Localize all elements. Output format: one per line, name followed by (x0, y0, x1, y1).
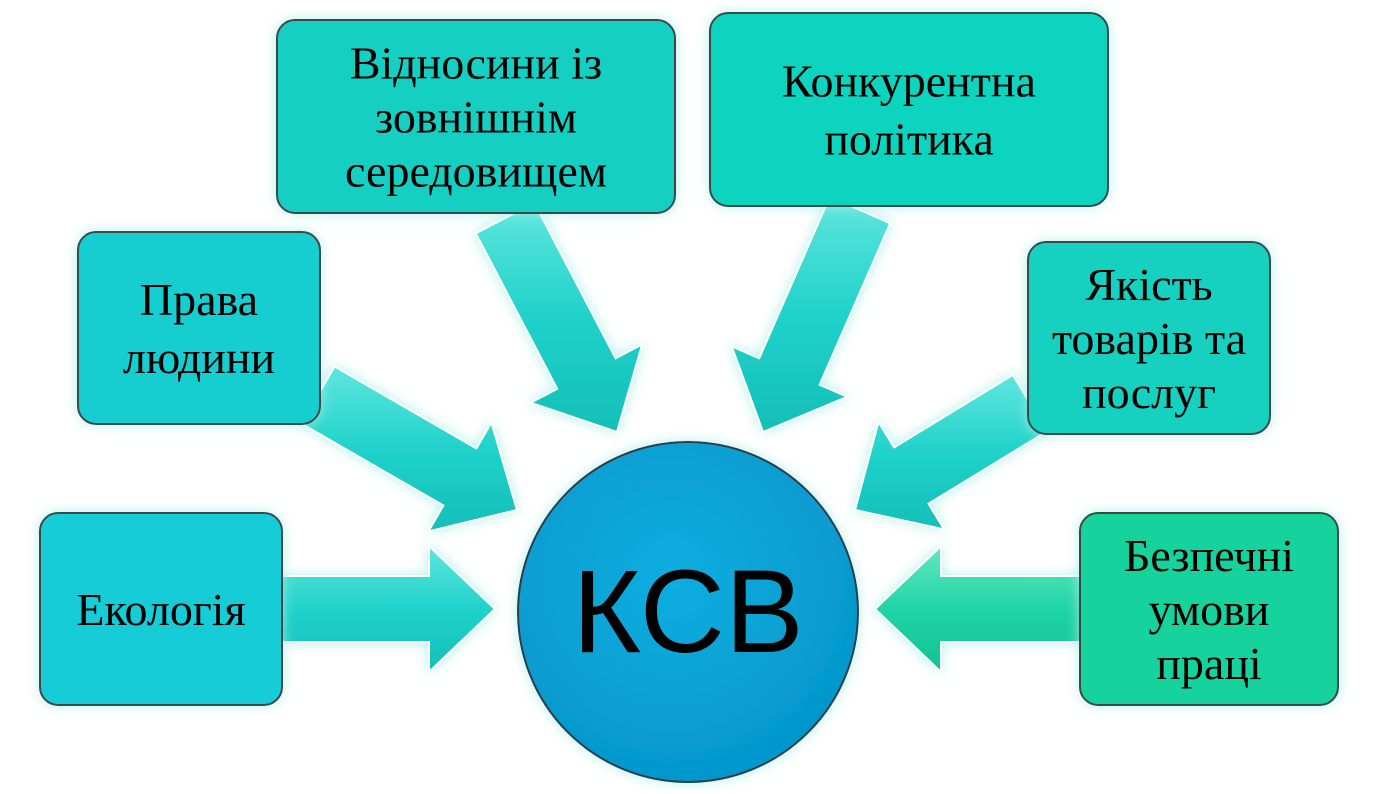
node-label-konkurentna-line-1: політика (824, 114, 994, 165)
arrow-ekologiya (281, 543, 497, 675)
center-layer: КСВ (517, 441, 859, 783)
node-label-vidnosyny-line-1: зовнішнім (375, 92, 577, 143)
node-label-bezpechni-line-1: умови (1149, 584, 1270, 635)
node-box-vidnosyny (276, 19, 676, 214)
node-label-ekologiya-line-0: Екологія (76, 584, 245, 635)
center-label: КСВ (572, 546, 803, 678)
node-label-bezpechni-line-0: Безпечні (1124, 530, 1294, 581)
node-ekologiya: Екологія (39, 512, 283, 706)
node-label-yakist-line-2: послуг (1082, 367, 1216, 418)
arrow-vidnosyny (474, 201, 644, 434)
node-label-konkurentna-line-0: Конкурентна (782, 56, 1036, 107)
arrows-layer (281, 195, 1083, 675)
boxes-layer: Відносини іззовнішнімсередовищемКонкурен… (39, 12, 1339, 706)
node-prava: Права людини (77, 231, 321, 425)
node-box-bezpechni (1079, 512, 1339, 706)
node-label-yakist-line-0: Якість (1085, 259, 1212, 310)
node-label-prava-line-0: Права (140, 274, 258, 325)
node-label-prava-line-1: людини (123, 332, 275, 383)
node-konkurentna: Конкурентна політика (709, 12, 1109, 207)
node-label-bezpechni-line-2: праці (1156, 638, 1261, 689)
node-label-yakist-line-1: товарів та (1052, 313, 1246, 364)
arrow-prava (300, 365, 519, 534)
node-label-vidnosyny-line-0: Відносини із (350, 38, 602, 89)
arrow-yakist (853, 373, 1049, 531)
center-circle (517, 441, 859, 783)
arrow-konkurentna (729, 195, 892, 434)
arrow-bezpechni (873, 543, 1083, 675)
node-box-prava (77, 231, 321, 425)
node-box-ekologiya (39, 512, 283, 706)
node-box-yakist (1027, 241, 1271, 435)
node-box-konkurentna (709, 12, 1109, 207)
node-label-vidnosyny-line-2: середовищем (345, 146, 607, 197)
